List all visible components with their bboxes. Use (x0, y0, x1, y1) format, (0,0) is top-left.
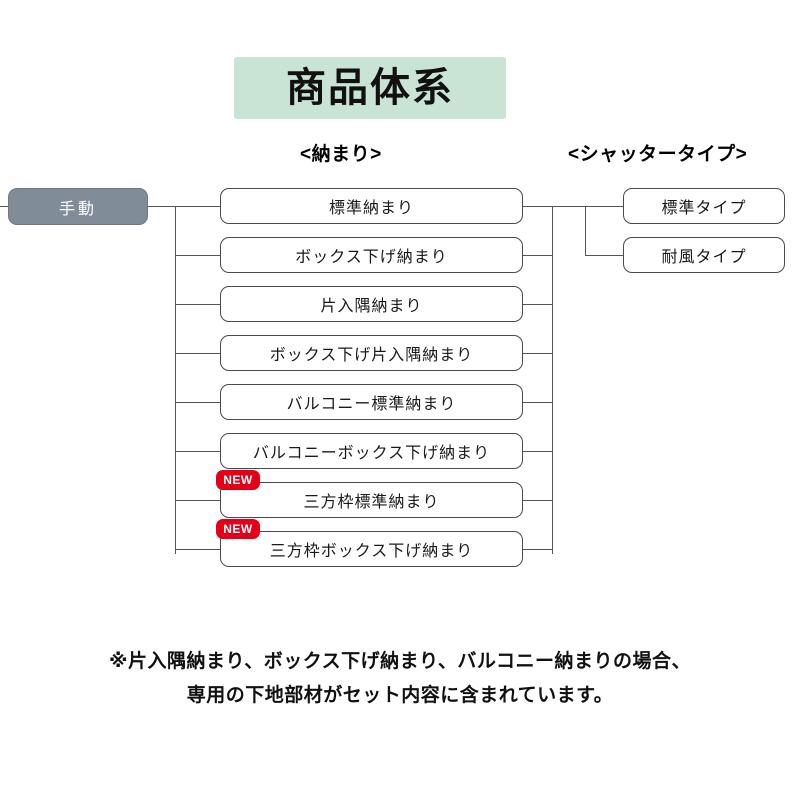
osamari-node-label: ボックス下げ片入隅納まり (269, 347, 474, 364)
connector-shutter-stub-2 (585, 255, 623, 256)
connector-root-right-stub (148, 206, 176, 207)
connector-shutter-stub-1 (585, 206, 623, 207)
connector-branch-left-7 (175, 500, 220, 501)
osamari-node-2[interactable]: ボックス下げ納まり (220, 237, 523, 273)
connector-branch-right-4 (523, 353, 553, 354)
osamari-node-label: バルコニー標準納まり (286, 396, 457, 413)
new-badge: NEW (216, 470, 260, 490)
connector-branch-right-8 (523, 549, 553, 550)
shutter-node-label: 耐風タイプ (661, 249, 747, 266)
column-header-shutter: <シャッタータイプ> (568, 144, 748, 165)
page-title-banner: 商品体系 (234, 57, 506, 119)
root-node-label: 手動 (58, 200, 97, 218)
connector-branch-right-5 (523, 402, 553, 403)
osamari-node-3[interactable]: 片入隅納まり (220, 286, 523, 322)
osamari-node-8[interactable]: 三方枠ボックス下げ納まり (220, 531, 523, 567)
connector-branch-right-7 (523, 500, 553, 501)
osamari-node-5[interactable]: バルコニー標準納まり (220, 384, 523, 420)
connector-right-to-shutter (552, 206, 585, 207)
connector-branch-right-2 (523, 255, 553, 256)
connector-branch-left-1 (175, 206, 220, 207)
footnote-line-1: ※片入隅納まり、ボックス下げ納まり、バルコニー納まりの場合、 (108, 651, 691, 672)
osamari-node-label: バルコニーボックス下げ納まり (252, 445, 491, 462)
connector-branch-left-4 (175, 353, 220, 354)
connector-shutter-trunk (585, 206, 586, 255)
osamari-node-7[interactable]: 三方枠標準納まり (220, 482, 523, 518)
new-badge-text: NEW (223, 522, 253, 536)
shutter-node-2[interactable]: 耐風タイプ (623, 237, 785, 273)
connector-root-left-stub (0, 206, 10, 207)
new-badge-text: NEW (223, 473, 253, 487)
osamari-node-6[interactable]: バルコニーボックス下げ納まり (220, 433, 523, 469)
osamari-node-1[interactable]: 標準納まり (220, 188, 523, 224)
osamari-node-label: 片入隅納まり (320, 298, 423, 315)
connector-branch-right-3 (523, 304, 553, 305)
connector-branch-left-6 (175, 451, 220, 452)
osamari-node-4[interactable]: ボックス下げ片入隅納まり (220, 335, 523, 371)
osamari-node-label: ボックス下げ納まり (295, 249, 448, 266)
connector-branch-left-2 (175, 255, 220, 256)
osamari-node-label: 三方枠ボックス下げ納まり (269, 543, 474, 560)
new-badge: NEW (216, 519, 260, 539)
root-node-manual[interactable]: 手動 (8, 188, 148, 225)
connector-branch-left-3 (175, 304, 220, 305)
shutter-node-1[interactable]: 標準タイプ (623, 188, 785, 224)
footnote: ※片入隅納まり、ボックス下げ納まり、バルコニー納まりの場合、 専用の下地部材がセ… (0, 645, 800, 713)
connector-branch-right-6 (523, 451, 553, 452)
connector-branch-left-8 (175, 549, 220, 550)
connector-left-trunk (175, 206, 176, 554)
connector-branch-left-5 (175, 402, 220, 403)
shutter-node-label: 標準タイプ (661, 200, 747, 217)
connector-right-collector (552, 206, 553, 554)
osamari-node-label: 標準納まり (328, 200, 414, 217)
footnote-line-2: 専用の下地部材がセット内容に含まれています。 (186, 685, 614, 706)
column-header-osamari: <納まり> (300, 144, 382, 165)
osamari-node-label: 三方枠標準納まり (303, 494, 440, 511)
connector-branch-right-1 (523, 206, 553, 207)
page-title: 商品体系 (286, 66, 454, 110)
